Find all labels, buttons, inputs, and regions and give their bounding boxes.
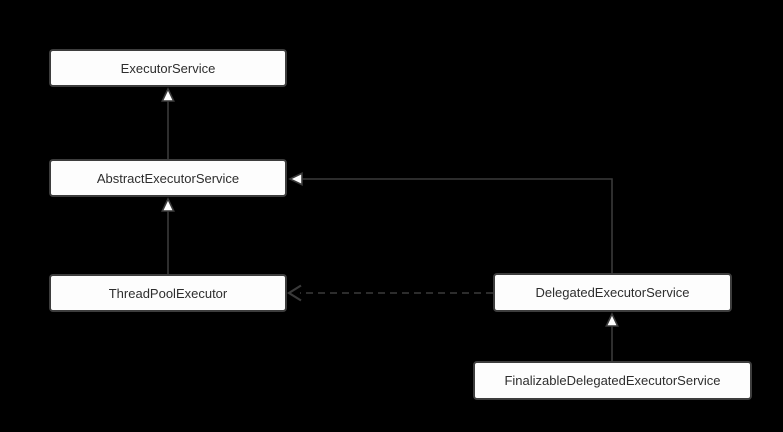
class-node-label: AbstractExecutorService	[96, 170, 240, 186]
class-node-finalizabledelegatedexecutorservice: FinalizableDelegatedExecutorService	[473, 361, 752, 400]
class-node-label: FinalizableDelegatedExecutorService	[504, 373, 721, 388]
class-node-label: DelegatedExecutorService	[535, 285, 690, 300]
class-node-label: ExecutorService	[120, 60, 216, 76]
edge-abstract-to-executorservice	[161, 87, 175, 159]
edge-delegated-to-abstract	[288, 172, 613, 273]
class-node-abstractexecutorservice: AbstractExecutorService	[49, 159, 287, 197]
class-node-delegatedexecutorservice: DelegatedExecutorService	[493, 273, 732, 312]
class-node-threadpoolexecutor: ThreadPoolExecutor	[49, 274, 287, 312]
hollow-triangle-arrowhead	[161, 87, 175, 102]
class-node-executorservice: ExecutorService	[49, 49, 287, 87]
edge-threadpool-to-abstract	[161, 197, 175, 274]
class-node-label: ThreadPoolExecutor	[108, 285, 228, 301]
hollow-triangle-arrowhead	[605, 312, 619, 327]
hollow-triangle-arrowhead	[161, 197, 175, 212]
open-vee-arrowhead	[286, 284, 302, 302]
hollow-triangle-arrowhead	[288, 172, 303, 186]
edge-finalizable-to-delegated	[605, 312, 619, 361]
edge-delegated-to-threadpool	[286, 284, 493, 302]
